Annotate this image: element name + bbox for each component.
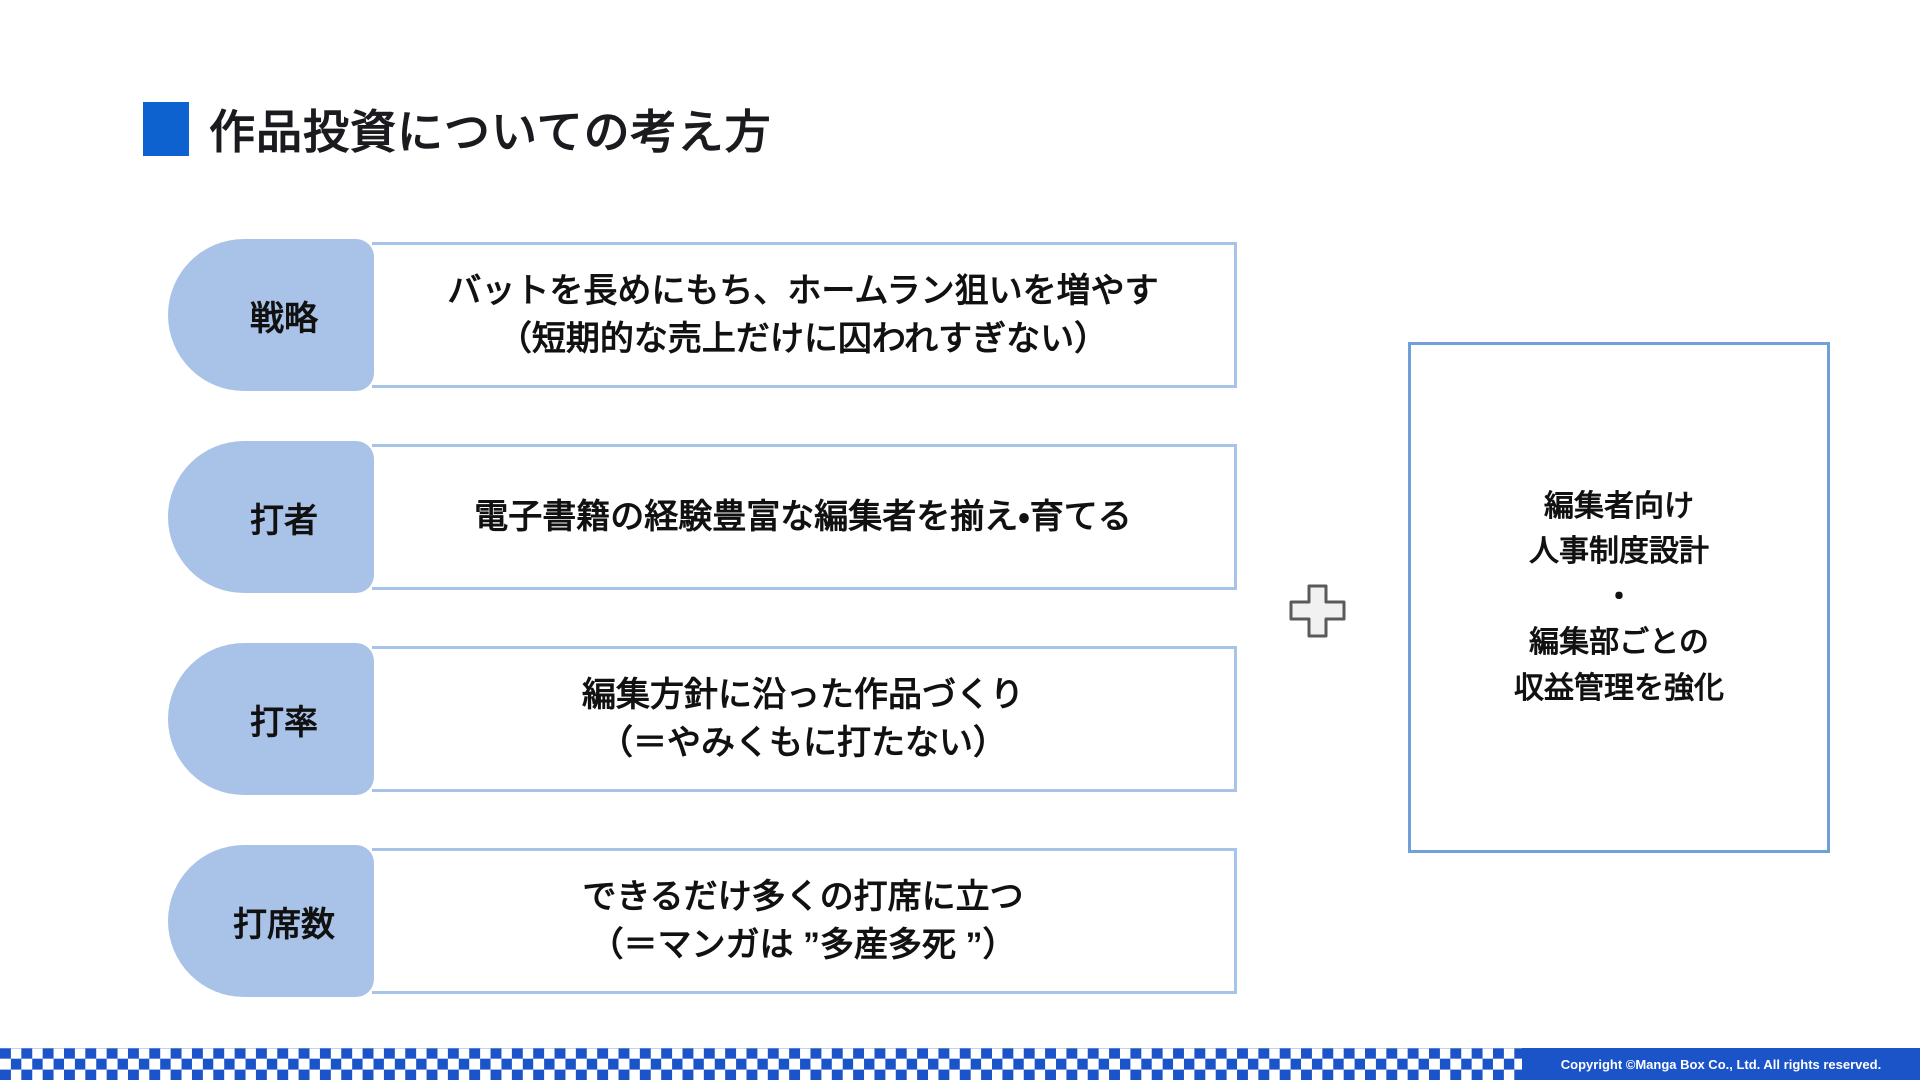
- strategy-row: バットを長めにもち、ホームラン狙いを増やす （短期的な売上だけに囚われすぎない）…: [168, 239, 1237, 391]
- batter-row-box: 電子書籍の経験豊富な編集者を揃え・育てる: [372, 444, 1237, 590]
- footer-copyright: Copyright ©Manga Box Co., Ltd. All right…: [1522, 1048, 1920, 1080]
- at-bats-row: できるだけ多くの打席に立つ （＝マンガは ”多産多死 ”） 打席数: [168, 845, 1237, 997]
- strategy-row-box: バットを長めにもち、ホームラン狙いを増やす （短期的な売上だけに囚われすぎない）: [372, 242, 1237, 388]
- strategy-pill: 戦略: [168, 239, 374, 391]
- batting-average-row: 編集方針に沿った作品づくり （＝やみくもに打たない） 打率: [168, 643, 1237, 795]
- batter-line-1: 電子書籍の経験豊富な編集者を揃え・育てる: [474, 497, 1132, 536]
- batting-average-line-1: 編集方針に沿った作品づくり: [582, 675, 1024, 714]
- strategy-pill-label: 戦略: [250, 299, 318, 338]
- title-bullet-square: [143, 102, 189, 156]
- result-line-5: 収益管理を強化: [1514, 671, 1724, 705]
- result-box: 編集者向け 人事制度設計 ・ 編集部ごとの 収益管理を強化: [1408, 342, 1830, 853]
- batter-row: 電子書籍の経験豊富な編集者を揃え・育てる 打者: [168, 441, 1237, 593]
- page-title-text: 作品投資についての考え方: [209, 106, 772, 158]
- result-line-1: 編集者向け: [1544, 489, 1694, 523]
- at-bats-line-1: できるだけ多くの打席に立つ: [582, 877, 1024, 916]
- result-line-2: 人事制度設計: [1529, 535, 1709, 569]
- batting-average-pill-label: 打率: [250, 703, 318, 742]
- plus-icon: [1289, 584, 1346, 638]
- result-line-3: ・: [1604, 580, 1634, 614]
- batter-pill-label: 打者: [250, 501, 318, 540]
- batting-average-line-2: （＝やみくもに打たない）: [599, 724, 1007, 762]
- at-bats-row-box: できるだけ多くの打席に立つ （＝マンガは ”多産多死 ”）: [372, 848, 1237, 994]
- batter-pill: 打者: [168, 441, 374, 593]
- at-bats-line-2: （＝マンガは ”多産多死 ”）: [589, 926, 1017, 964]
- strategy-line-2: （短期的な売上だけに囚われすぎない）: [497, 320, 1109, 358]
- batting-average-pill: 打率: [168, 643, 374, 795]
- at-bats-pill: 打席数: [168, 845, 374, 997]
- result-line-4: 編集部ごとの: [1529, 626, 1709, 660]
- strategy-line-1: バットを長めにもち、ホームラン狙いを増やす: [447, 271, 1159, 310]
- batting-average-row-box: 編集方針に沿った作品づくり （＝やみくもに打たない）: [372, 646, 1237, 792]
- page-title: 作品投資についての考え方: [143, 96, 772, 162]
- at-bats-pill-label: 打席数: [233, 905, 335, 944]
